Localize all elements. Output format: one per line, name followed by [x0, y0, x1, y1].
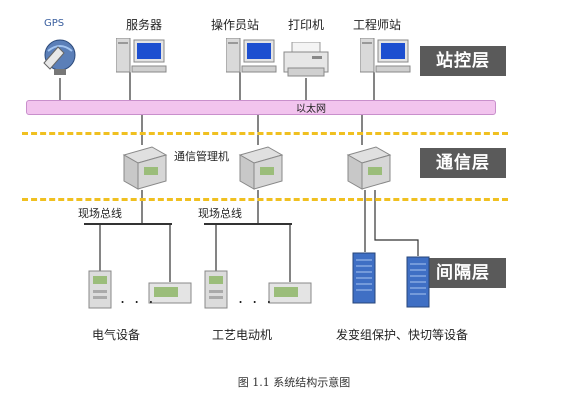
- server-icon: [116, 38, 167, 73]
- communication-layer-label: 通信层: [420, 148, 506, 178]
- ethernet-bus: [26, 100, 496, 115]
- generator-protection-label: 发变组保护、快切等设备: [336, 328, 469, 342]
- process-motor-label: 工艺电动机: [212, 328, 273, 342]
- gps-satellite-icon: [43, 39, 76, 75]
- comm-manager-icon: [122, 146, 168, 190]
- protection-relay-icon: [204, 270, 228, 309]
- protection-relay-icon: [88, 270, 112, 309]
- ethernet-label: 以太网: [296, 104, 326, 115]
- comm-manager-icon: [346, 146, 392, 190]
- ellipsis-right: . . .: [238, 288, 274, 307]
- engineer-station-icon: [360, 38, 411, 73]
- ellipsis-left: . . .: [120, 288, 156, 307]
- server-label: 服务器: [126, 18, 163, 32]
- layer-separator-top: [22, 132, 508, 135]
- engineer-station-label: 工程师站: [353, 18, 402, 32]
- display-panel-icon: [268, 282, 312, 304]
- figure-caption: 图 1.1 系统结构示意图: [237, 376, 351, 389]
- electrical-equipment-label: 电气设备: [92, 328, 141, 342]
- operator-station-label: 操作员站: [211, 18, 260, 32]
- printer-icon: [283, 42, 329, 77]
- station-control-layer-label: 站控层: [420, 46, 506, 76]
- bay-layer-label: 间隔层: [420, 258, 506, 288]
- comm-manager-label: 通信管理机: [174, 150, 229, 163]
- comm-manager-icon: [238, 146, 284, 190]
- printer-label: 打印机: [288, 18, 325, 32]
- rack-cabinet-icon: [406, 256, 430, 308]
- fieldbus-label-right: 现场总线: [198, 207, 242, 220]
- rack-cabinet-icon: [352, 252, 376, 304]
- operator-station-icon: [226, 38, 277, 73]
- fieldbus-label-left: 现场总线: [78, 207, 122, 220]
- gps-label: GPS: [44, 18, 65, 29]
- display-panel-icon: [148, 282, 192, 304]
- layer-separator-bottom: [22, 198, 508, 201]
